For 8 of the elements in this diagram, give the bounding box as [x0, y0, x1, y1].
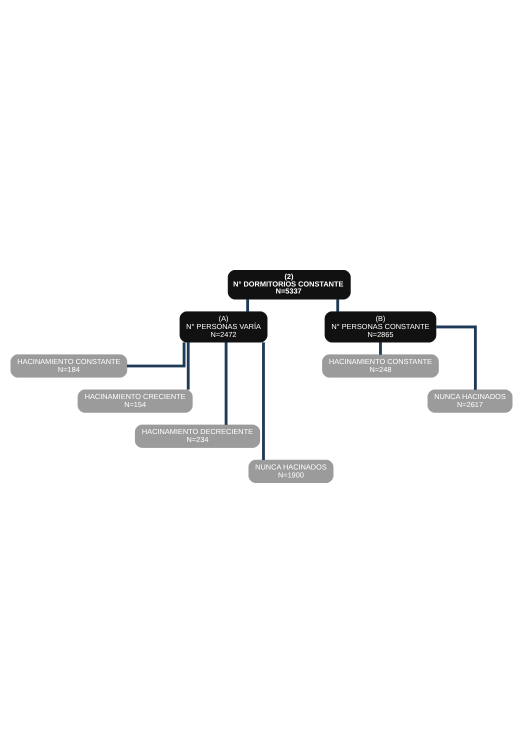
connector — [246, 299, 250, 312]
connector — [379, 342, 382, 355]
connector — [224, 342, 228, 425]
connector — [262, 342, 265, 460]
connector — [126, 342, 186, 368]
connector — [186, 342, 190, 390]
connector — [436, 326, 477, 390]
connector — [336, 299, 340, 312]
